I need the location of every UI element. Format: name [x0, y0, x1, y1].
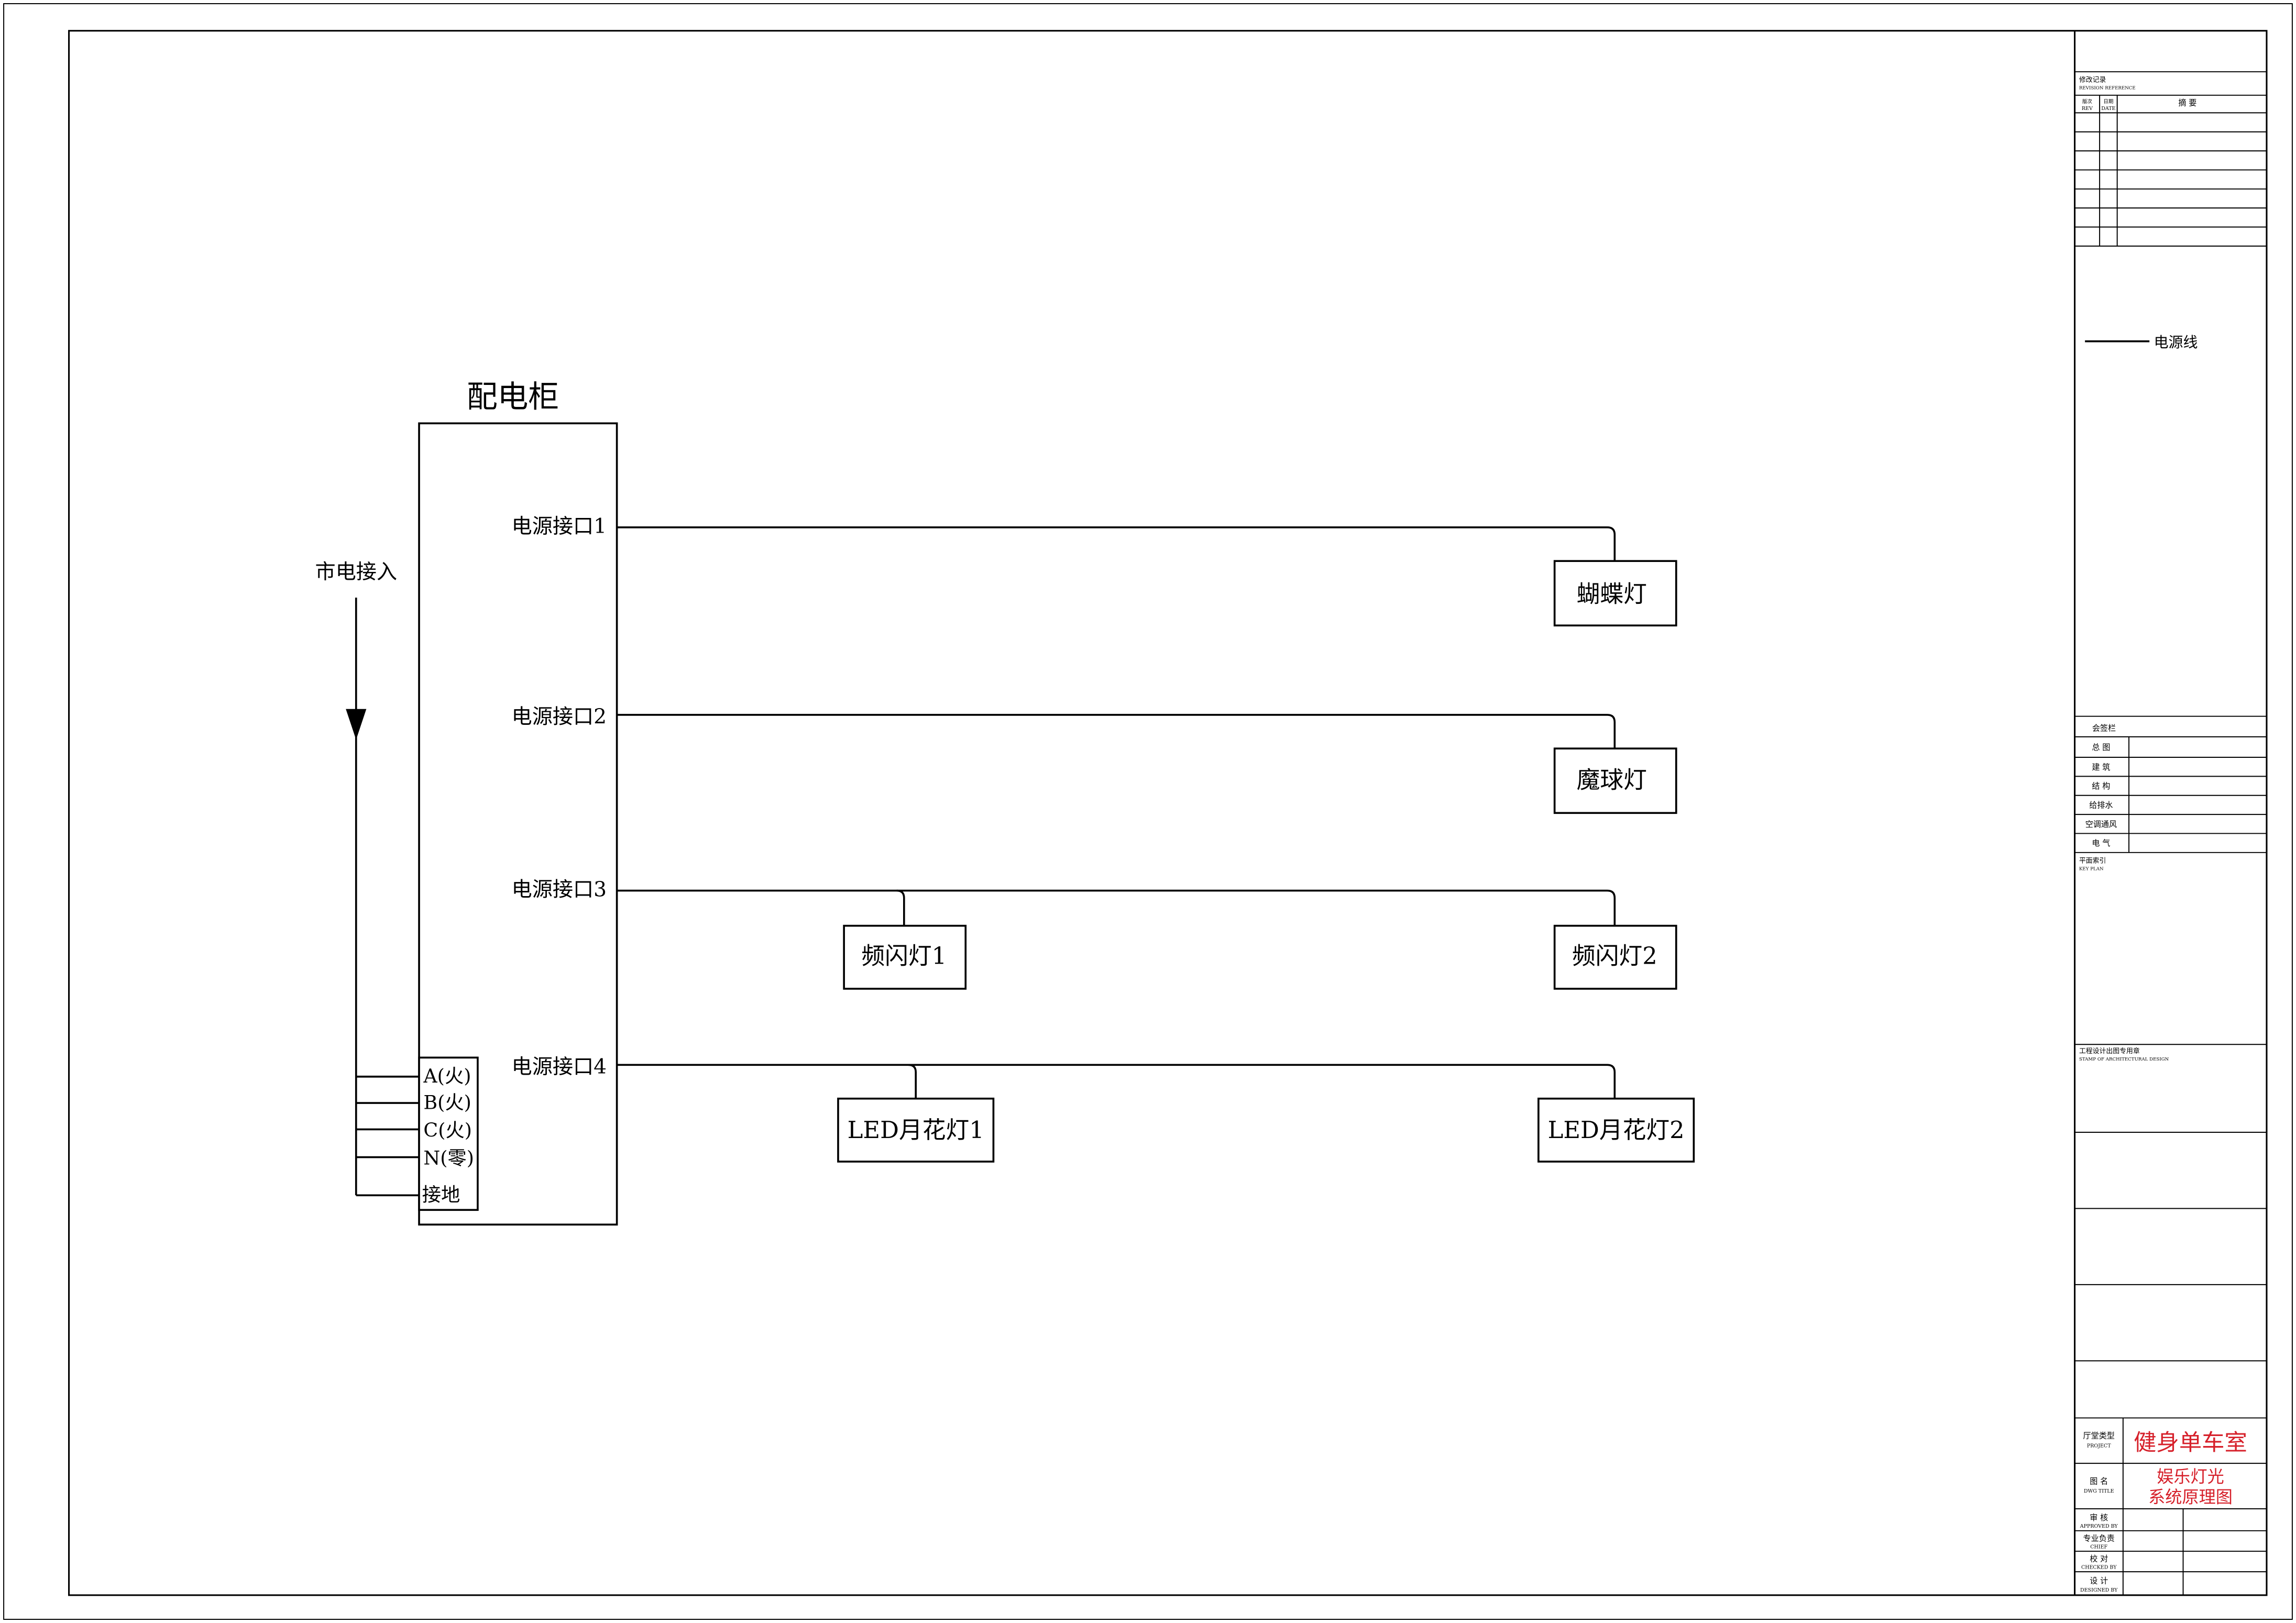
outer-border	[3, 3, 2293, 1620]
countersign-row-architecture: 建 筑	[2092, 763, 2110, 772]
light-magic-ball-label: 魔球灯	[1577, 766, 1647, 794]
signature-designed-label-en: DESIGNED BY	[2080, 1587, 2118, 1593]
port-label-2: 电源接口2	[512, 705, 607, 729]
countersign-title: 会签栏	[2092, 724, 2116, 733]
key-plan-title-en: KEY PLAN	[2079, 866, 2104, 871]
countersign-row-structure: 结 构	[2092, 781, 2110, 791]
revision-col-rev-en: REV	[2082, 106, 2093, 112]
power-line-3-branch	[896, 889, 905, 926]
revision-col-rev: 版次	[2082, 98, 2093, 105]
terminal-label-n: N(零)	[423, 1147, 474, 1169]
power-line-4	[617, 1064, 1616, 1099]
signature-designed-label: 设 计	[2090, 1576, 2108, 1585]
project-name: 健身单车室	[2134, 1430, 2247, 1456]
revision-col-date: 日期	[2103, 99, 2113, 105]
revision-table: 修改记录 REVISION REFERENCE 版次 REV 日期 DATE 摘…	[2074, 71, 2267, 247]
terminal-label-c: C(火)	[423, 1119, 472, 1141]
project-label: 厅堂类型	[2083, 1431, 2115, 1441]
main-diagram: 市电接入 配电柜 电源接口1 电源接口2 电源接口3 电源接口4 A(火) B(…	[315, 379, 1695, 1226]
light-led-moon-2-label: LED月花灯2	[1548, 1116, 1685, 1144]
revision-title-en: REVISION REFERENCE	[2079, 86, 2136, 91]
countersign-row-plumbing: 给排水	[2089, 801, 2113, 810]
revision-col-date-en: DATE	[2101, 106, 2115, 112]
drawing-title-line-1: 娱乐灯光	[2157, 1466, 2224, 1486]
stamp-title: 工程设计出图专用章	[2079, 1047, 2140, 1055]
revision-col-summary: 摘 要	[2178, 98, 2196, 107]
drawing-title-line-2: 系统原理图	[2148, 1487, 2233, 1507]
signature-chief-label: 专业负责	[2083, 1533, 2115, 1543]
mains-direction-arrow-icon	[346, 709, 367, 740]
light-led-moon-1: LED月花灯1	[837, 1097, 995, 1163]
revision-title: 修改记录	[2079, 76, 2106, 84]
port-label-1: 电源接口1	[512, 515, 607, 538]
key-plan-title: 平面索引	[2079, 857, 2106, 865]
cabinet-title: 配电柜	[467, 379, 559, 415]
drawing-frame	[68, 30, 2268, 1596]
light-led-moon-1-label: LED月花灯1	[848, 1116, 984, 1144]
drawing-title-label-en: DWG TITLE	[2084, 1488, 2114, 1494]
power-line-2	[617, 714, 1616, 749]
light-strobe-2: 频闪灯2	[1553, 924, 1677, 990]
light-led-moon-2: LED月花灯2	[1537, 1097, 1695, 1163]
power-line-4-branch	[908, 1064, 917, 1099]
legend: 电源线	[2085, 334, 2198, 351]
drawing-title-label: 图 名	[2090, 1476, 2108, 1486]
signature-checked-label: 校 对	[2090, 1554, 2108, 1564]
stamp-title-en: STAMP OF ARCHITECTURAL DESIGN	[2079, 1057, 2169, 1062]
power-line-1	[617, 526, 1616, 561]
light-magic-ball: 魔球灯	[1553, 747, 1677, 814]
signature-chief-label-en: CHIEF	[2090, 1544, 2107, 1550]
light-butterfly-label: 蝴蝶灯	[1577, 580, 1647, 608]
countersign-table: 会签栏 总 图 建 筑 结 构 给排水 空调通风 电 气	[2074, 715, 2267, 853]
signature-checked-label-en: CHECKED BY	[2081, 1565, 2117, 1571]
terminal-label-ground: 接地	[422, 1183, 460, 1206]
countersign-row-hvac: 空调通风	[2085, 820, 2117, 829]
light-strobe-1: 频闪灯1	[843, 924, 967, 990]
terminal-block	[418, 1056, 479, 1211]
mains-input-label: 市电接入	[315, 560, 397, 584]
port-label-4: 电源接口4	[512, 1055, 607, 1079]
light-butterfly: 蝴蝶灯	[1553, 560, 1677, 627]
terminal-label-b: B(火)	[423, 1091, 471, 1113]
legend-power-line-label: 电源线	[2154, 334, 2198, 351]
title-block: 修改记录 REVISION REFERENCE 版次 REV 日期 DATE 摘…	[2074, 30, 2267, 1595]
power-line-3	[617, 889, 1616, 926]
light-strobe-1-label: 频闪灯1	[861, 942, 947, 969]
signature-approved-label-en: APPROVED BY	[2080, 1523, 2118, 1529]
terminal-label-a: A(火)	[423, 1065, 471, 1087]
project-label-en: PROJECT	[2087, 1443, 2111, 1449]
port-label-3: 电源接口3	[512, 878, 607, 902]
signature-approved-label: 审 核	[2090, 1513, 2108, 1522]
light-strobe-2-label: 频闪灯2	[1572, 942, 1657, 969]
countersign-row-electrical: 电 气	[2092, 838, 2110, 848]
countersign-row-general: 总 图	[2092, 743, 2110, 752]
